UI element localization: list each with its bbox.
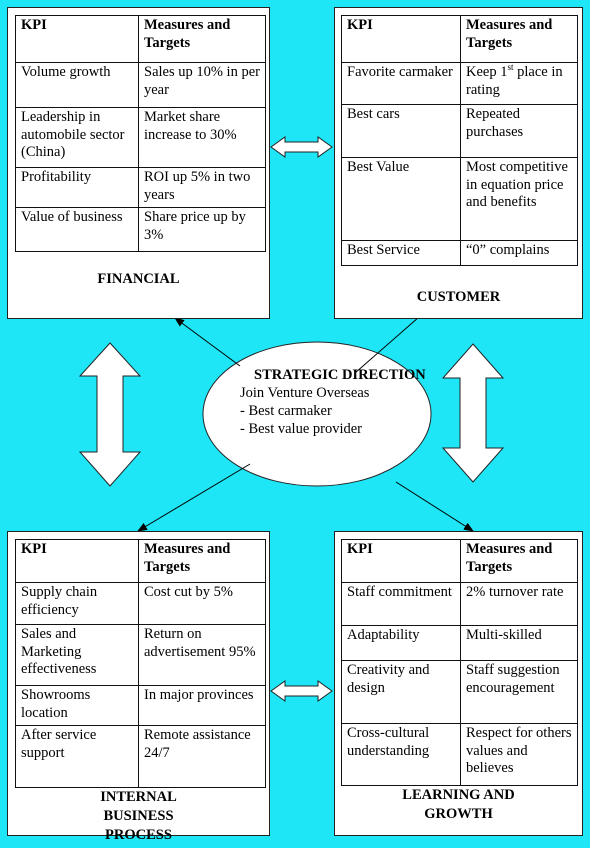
measure-cell: In major provinces — [138, 685, 266, 726]
kpi-cell: Sales and Marketing effectiveness — [15, 624, 139, 686]
measure-cell: Keep 1st place in rating — [460, 62, 578, 105]
strategy-line: - Best value provider — [240, 421, 363, 437]
measure-cell: Staff suggestion encouragement — [460, 660, 578, 724]
measure-cell: Repeated purchases — [460, 104, 578, 158]
kpi-cell: Adaptability — [341, 625, 461, 661]
arrow-to-customer — [354, 309, 428, 374]
measure-cell: Sales up 10% in per year — [138, 62, 266, 108]
measures-header: Measures and Targets — [460, 15, 578, 63]
double-arrow-customer-learning — [441, 343, 505, 483]
kpi-header: KPI — [15, 539, 139, 583]
learning-caption: LEARNING AND GROWTH — [402, 787, 515, 822]
measure-cell: Market share increase to 30% — [138, 107, 266, 168]
kpi-cell: Cross-cultural understanding — [341, 723, 461, 786]
strategic-direction: STRATEGIC DIRECTION Join Venture Oversea… — [240, 366, 430, 438]
double-arrow-internal-learning — [270, 680, 333, 702]
kpi-cell: Creativity and design — [341, 660, 461, 724]
measure-cell: Share price up by 3% — [138, 207, 266, 252]
double-arrow-financial-internal — [78, 342, 142, 487]
kpi-cell: Favorite carmaker — [341, 62, 461, 105]
measures-header: Measures and Targets — [460, 539, 578, 583]
internal-caption: INTERNAL BUSINESS PROCESS — [100, 789, 177, 843]
customer-caption: CUSTOMER — [416, 289, 501, 305]
financial-panel: KPI Measures and Targets Volume growth S… — [7, 7, 270, 319]
financial-kpi-table: KPI Measures and Targets Volume growth S… — [15, 15, 266, 252]
arrow-to-learning — [395, 481, 474, 532]
learning-growth-panel: KPI Measures and Targets Staff commitmen… — [334, 531, 583, 836]
financial-caption: FINANCIAL — [97, 271, 180, 287]
measure-cell: Multi-skilled — [460, 625, 578, 661]
measure-cell: 2% turnover rate — [460, 582, 578, 626]
internal-process-panel: KPI Measures and Targets Supply chain ef… — [7, 531, 270, 843]
kpi-header: KPI — [341, 15, 461, 63]
strategy-title: STRATEGIC DIRECTION — [254, 367, 426, 383]
arrow-to-internal — [137, 463, 251, 532]
measure-cell: Most competitive in equation price and b… — [460, 157, 578, 241]
measure-cell: Respect for others values and believes — [460, 723, 578, 786]
kpi-cell: Volume growth — [15, 62, 139, 108]
kpi-cell: Showrooms location — [15, 685, 139, 726]
kpi-cell: After service support — [15, 725, 139, 788]
kpi-cell: Supply chain efficiency — [15, 582, 139, 625]
strategy-ellipse — [202, 341, 432, 487]
kpi-header: KPI — [15, 15, 139, 63]
measure-cell: “0” complains — [460, 240, 578, 266]
measure-cell: Cost cut by 5% — [138, 582, 266, 625]
internal-kpi-table: KPI Measures and Targets Supply chain ef… — [15, 539, 266, 788]
measure-cell: ROI up 5% in two years — [138, 167, 266, 208]
kpi-cell: Profitability — [15, 167, 139, 208]
learning-kpi-table: KPI Measures and Targets Staff commitmen… — [341, 539, 578, 786]
measures-header: Measures and Targets — [138, 539, 266, 583]
strategy-line: - Best carmaker — [240, 403, 332, 419]
measure-cell: Remote assistance 24/7 — [138, 725, 266, 788]
customer-panel: KPI Measures and Targets Favorite carmak… — [334, 7, 583, 319]
measure-cell: Return on advertisement 95% — [138, 624, 266, 686]
strategy-line: Join Venture Overseas — [240, 385, 370, 401]
kpi-cell: Best cars — [341, 104, 461, 158]
double-arrow-financial-customer — [270, 136, 333, 158]
kpi-cell: Best Service — [341, 240, 461, 266]
kpi-cell: Best Value — [341, 157, 461, 241]
arrow-to-financial — [174, 317, 241, 367]
kpi-cell: Leadership in automobile sector (China) — [15, 107, 139, 168]
kpi-header: KPI — [341, 539, 461, 583]
kpi-cell: Staff commitment — [341, 582, 461, 626]
kpi-cell: Value of business — [15, 207, 139, 252]
measures-header: Measures and Targets — [138, 15, 266, 63]
customer-kpi-table: KPI Measures and Targets Favorite carmak… — [341, 15, 578, 266]
